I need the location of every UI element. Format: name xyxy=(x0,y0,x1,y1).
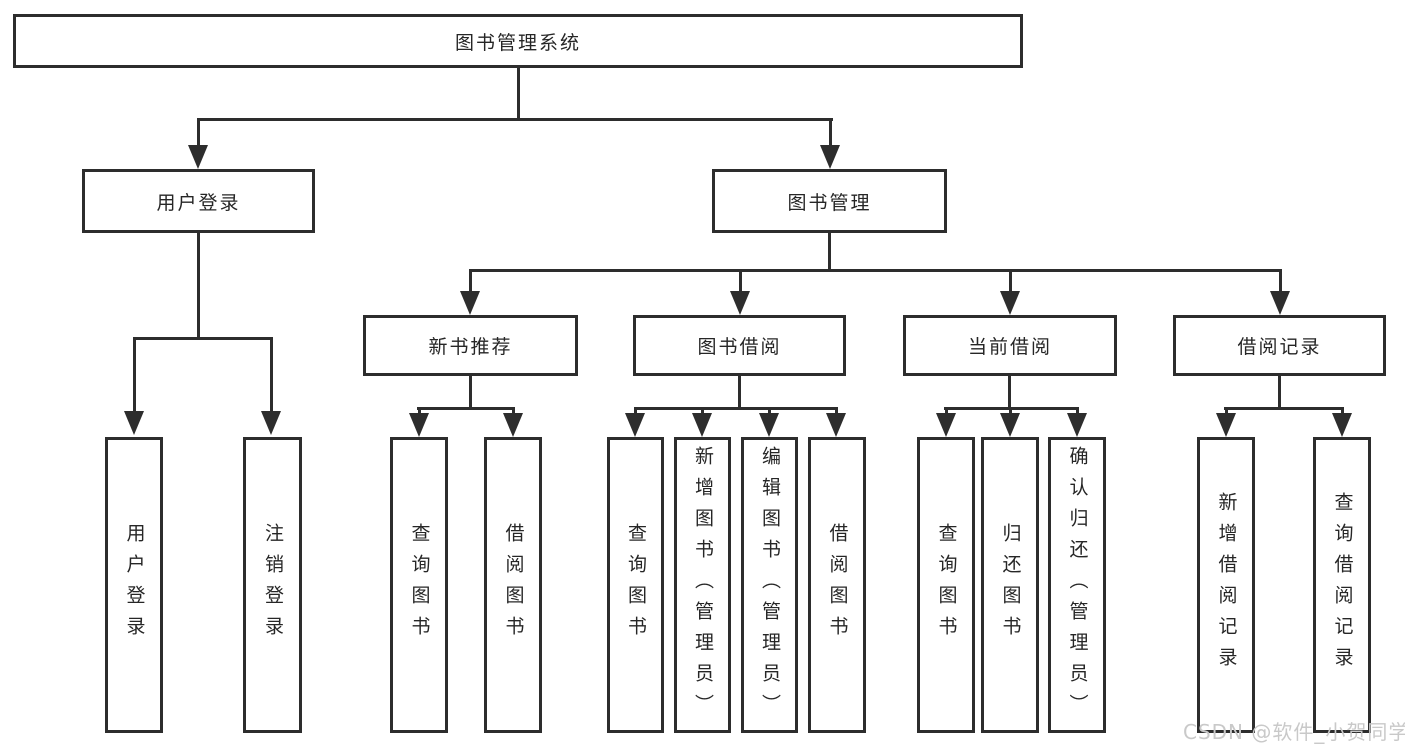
connector-records-2 xyxy=(1341,407,1344,415)
connector-borrow-3 xyxy=(768,407,771,415)
leaf-user-login: 用户登录 xyxy=(105,437,163,733)
connector-to-borrow-records xyxy=(1279,269,1282,291)
connector-borrow-2 xyxy=(701,407,704,415)
connector-newbook-stem xyxy=(469,376,472,407)
arrowhead-borrow-edit xyxy=(759,413,779,437)
connector-borrow-1 xyxy=(634,407,637,415)
arrowhead-current-confirm xyxy=(1067,413,1087,437)
connector-mgmt-split xyxy=(469,269,1282,272)
arrowhead-current-borrow xyxy=(1000,291,1020,315)
connector-login-split xyxy=(133,337,273,340)
csdn-watermark: CSDN @软件_小贺同学 xyxy=(1183,720,1405,744)
arrowhead-borrow-borrow xyxy=(826,413,846,437)
connector-to-leaf-user-login xyxy=(133,337,136,413)
arrowhead-borrow-query xyxy=(625,413,645,437)
connector-current-1 xyxy=(945,407,948,415)
leaf-newbook-query-books: 查询图书 xyxy=(390,437,448,733)
arrowhead-book-management xyxy=(820,145,840,169)
node-library-management-system: 图书管理系统 xyxy=(13,14,1023,68)
connector-login-stem xyxy=(197,233,200,337)
node-book-management: 图书管理 xyxy=(712,169,947,233)
arrowhead-newbook-query xyxy=(409,413,429,437)
arrowhead-borrow-records xyxy=(1270,291,1290,315)
connector-current-stem xyxy=(1008,376,1011,407)
connector-newbook-2 xyxy=(512,407,515,415)
leaf-confirm-return-admin: 确认归还（管理员） xyxy=(1048,437,1106,733)
node-borrowing-records: 借阅记录 xyxy=(1173,315,1386,376)
connector-current-2 xyxy=(1009,407,1012,415)
arrowhead-current-query xyxy=(936,413,956,437)
arrowhead-records-query xyxy=(1332,413,1352,437)
arrowhead-leaf-logout xyxy=(261,411,281,435)
connector-newbook-split xyxy=(417,407,515,410)
leaf-current-query-books: 查询图书 xyxy=(917,437,975,733)
leaf-newbook-borrow-books: 借阅图书 xyxy=(484,437,542,733)
connector-records-1 xyxy=(1225,407,1228,415)
connector-root-stem xyxy=(517,67,520,120)
arrowhead-new-book xyxy=(460,291,480,315)
connector-current-3 xyxy=(1076,407,1079,415)
arrowhead-borrow-add xyxy=(692,413,712,437)
arrowhead-records-add xyxy=(1216,413,1236,437)
arrowhead-book-borrow xyxy=(730,291,750,315)
connector-to-user-login xyxy=(197,118,200,148)
connector-borrow-stem xyxy=(738,376,741,407)
leaf-edit-books-admin: 编辑图书（管理员） xyxy=(741,437,798,733)
connector-mgmt-stem xyxy=(828,233,831,269)
leaf-query-borrow-record: 查询借阅记录 xyxy=(1313,437,1371,733)
node-user-login: 用户登录 xyxy=(82,169,315,233)
leaf-add-books-admin: 新增图书（管理员） xyxy=(674,437,731,733)
connector-to-book-management xyxy=(829,118,832,148)
leaf-borrow-query-books: 查询图书 xyxy=(607,437,664,733)
leaf-borrow-borrow-books: 借阅图书 xyxy=(808,437,866,733)
arrowhead-leaf-user-login xyxy=(124,411,144,435)
connector-records-stem xyxy=(1278,376,1281,407)
leaf-logout: 注销登录 xyxy=(243,437,302,733)
connector-newbook-1 xyxy=(418,407,421,415)
connector-to-book-borrow xyxy=(739,269,742,291)
connector-borrow-4 xyxy=(835,407,838,415)
arrowhead-newbook-borrow xyxy=(503,413,523,437)
connector-to-new-book xyxy=(469,269,472,291)
node-book-borrowing: 图书借阅 xyxy=(633,315,846,376)
connector-to-current-borrow xyxy=(1009,269,1012,291)
arrowhead-current-return xyxy=(1000,413,1020,437)
node-current-borrowing: 当前借阅 xyxy=(903,315,1117,376)
connector-root-split xyxy=(197,118,833,121)
arrowhead-user-login xyxy=(188,145,208,169)
connector-to-leaf-logout xyxy=(270,337,273,413)
connector-borrow-split xyxy=(634,407,838,410)
leaf-add-borrow-record: 新增借阅记录 xyxy=(1197,437,1255,733)
leaf-return-books: 归还图书 xyxy=(981,437,1039,733)
node-new-book-recommendation: 新书推荐 xyxy=(363,315,578,376)
connector-records-split xyxy=(1224,407,1344,410)
